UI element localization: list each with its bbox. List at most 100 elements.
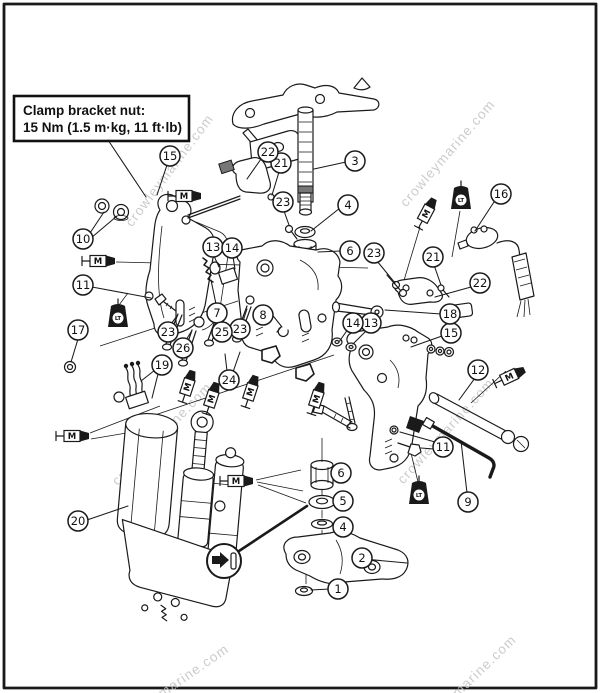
callout-26: 26 [172,337,194,359]
callout-number: 5 [339,494,346,508]
clamp-bracket-nuts [94,198,130,221]
callout-number: 11 [76,278,91,292]
callout-11: 11 [72,274,94,296]
callout-number: 17 [71,323,86,337]
grease-tube-icon: M [306,381,325,417]
assembly-centerline [305,438,323,584]
guide-line-13 [410,452,419,483]
grease-letter: M [206,394,218,405]
callout-number: 16 [494,187,509,201]
leader-line-21 [352,329,368,345]
grease-letter: M [94,257,102,267]
callout-number: 14 [225,241,240,255]
callout-4: 4 [332,516,354,538]
watermark-6: crowleymarine.com [411,632,520,693]
grease-letter: M [232,477,240,487]
callout-number: 26 [176,341,191,355]
callout-number: 4 [344,198,351,212]
callout-number: 21 [426,250,441,264]
leader-line-33 [246,158,262,180]
callout-number: 12 [471,363,486,377]
callout-number: 25 [215,325,230,339]
callout-6: 6 [330,462,352,484]
leader-line-36 [376,260,396,284]
tilt-ram-eye [190,410,214,434]
connector-leads [516,298,531,318]
callout-number: 23 [276,195,291,209]
wire-sleeve [125,390,149,410]
callout-19: 19 [151,354,173,376]
grease-tube-icon: M [413,197,437,231]
callout-17: 17 [67,319,89,341]
lower-washer-large [308,494,336,510]
leader-line-14 [90,215,118,239]
arrow-icon [212,552,229,568]
grease-letter: M [311,394,323,405]
callout-number: 4 [339,520,346,534]
grease-letter: M [421,208,434,220]
callout-number: 7 [213,306,220,320]
vertical-bolt-right [344,396,358,432]
callout-9: 9 [457,491,479,513]
callout-number: 22 [473,276,488,290]
guide-line-9 [401,226,421,288]
friction-lever [187,156,271,219]
note-line-1: Clamp bracket nut: [23,103,145,118]
leader-line-31 [271,171,280,196]
leader-line-2 [310,588,331,591]
guide-line-7 [256,481,304,492]
power-trim-tilt-unit [116,410,245,622]
callout-25: 25 [211,321,233,343]
tag-letter: LT [416,493,423,499]
callout-23: 23 [363,242,385,264]
callout-14: 14 [342,312,364,334]
callout-18: 18 [439,303,461,325]
leader-line-30 [86,505,129,521]
callout-23: 23 [229,318,251,340]
guide-line-6 [255,469,302,481]
callout-22: 22 [257,141,279,163]
lower-washer-small [310,518,334,530]
callout-7: 7 [206,302,228,324]
callout-number: 13 [206,240,221,254]
small-washers-right [331,337,455,358]
ptt-base-manifold [121,518,235,608]
callout-number: 2 [358,551,365,565]
grease-letter: M [68,432,76,442]
grease-tube-icon: M [219,474,253,488]
leader-line-24 [410,335,443,348]
leader-line-40 [232,351,241,373]
lower-bushing [310,459,334,491]
rod-fasteners [389,425,422,457]
tag-letter: LT [115,316,122,322]
callout-number: 15 [163,149,178,163]
callout-number: 8 [259,308,266,322]
callout-23: 23 [157,321,179,343]
friction-spring [202,257,214,283]
grease-letter: M [245,387,257,398]
callout-number: 10 [76,232,91,246]
threadlock-tag-icon: LT [108,298,128,327]
torque-note-box: Clamp bracket nut: 15 Nm (1.5 m·kg, 11 f… [12,94,191,143]
trim-motor-wires [113,360,149,410]
leader-line-32 [433,264,442,286]
leader-line-29 [151,373,159,399]
small-nut-17 [63,360,77,374]
callout-8: 8 [252,304,274,326]
swivel-yoke [283,530,409,585]
yoke-nut [294,585,314,597]
callout-number: 23 [367,246,382,260]
friction-bushing [209,261,239,285]
leader-line-12 [460,440,468,494]
callout-23: 23 [272,191,294,213]
callout-1: 1 [327,578,349,600]
small-screws [267,193,450,298]
callout-number: 9 [464,495,471,509]
leader-line-8 [317,250,342,253]
steering-arm-horn [353,77,371,91]
callout-21: 21 [422,246,444,268]
leader-line-19 [213,255,220,268]
leader-line-25 [474,201,495,232]
